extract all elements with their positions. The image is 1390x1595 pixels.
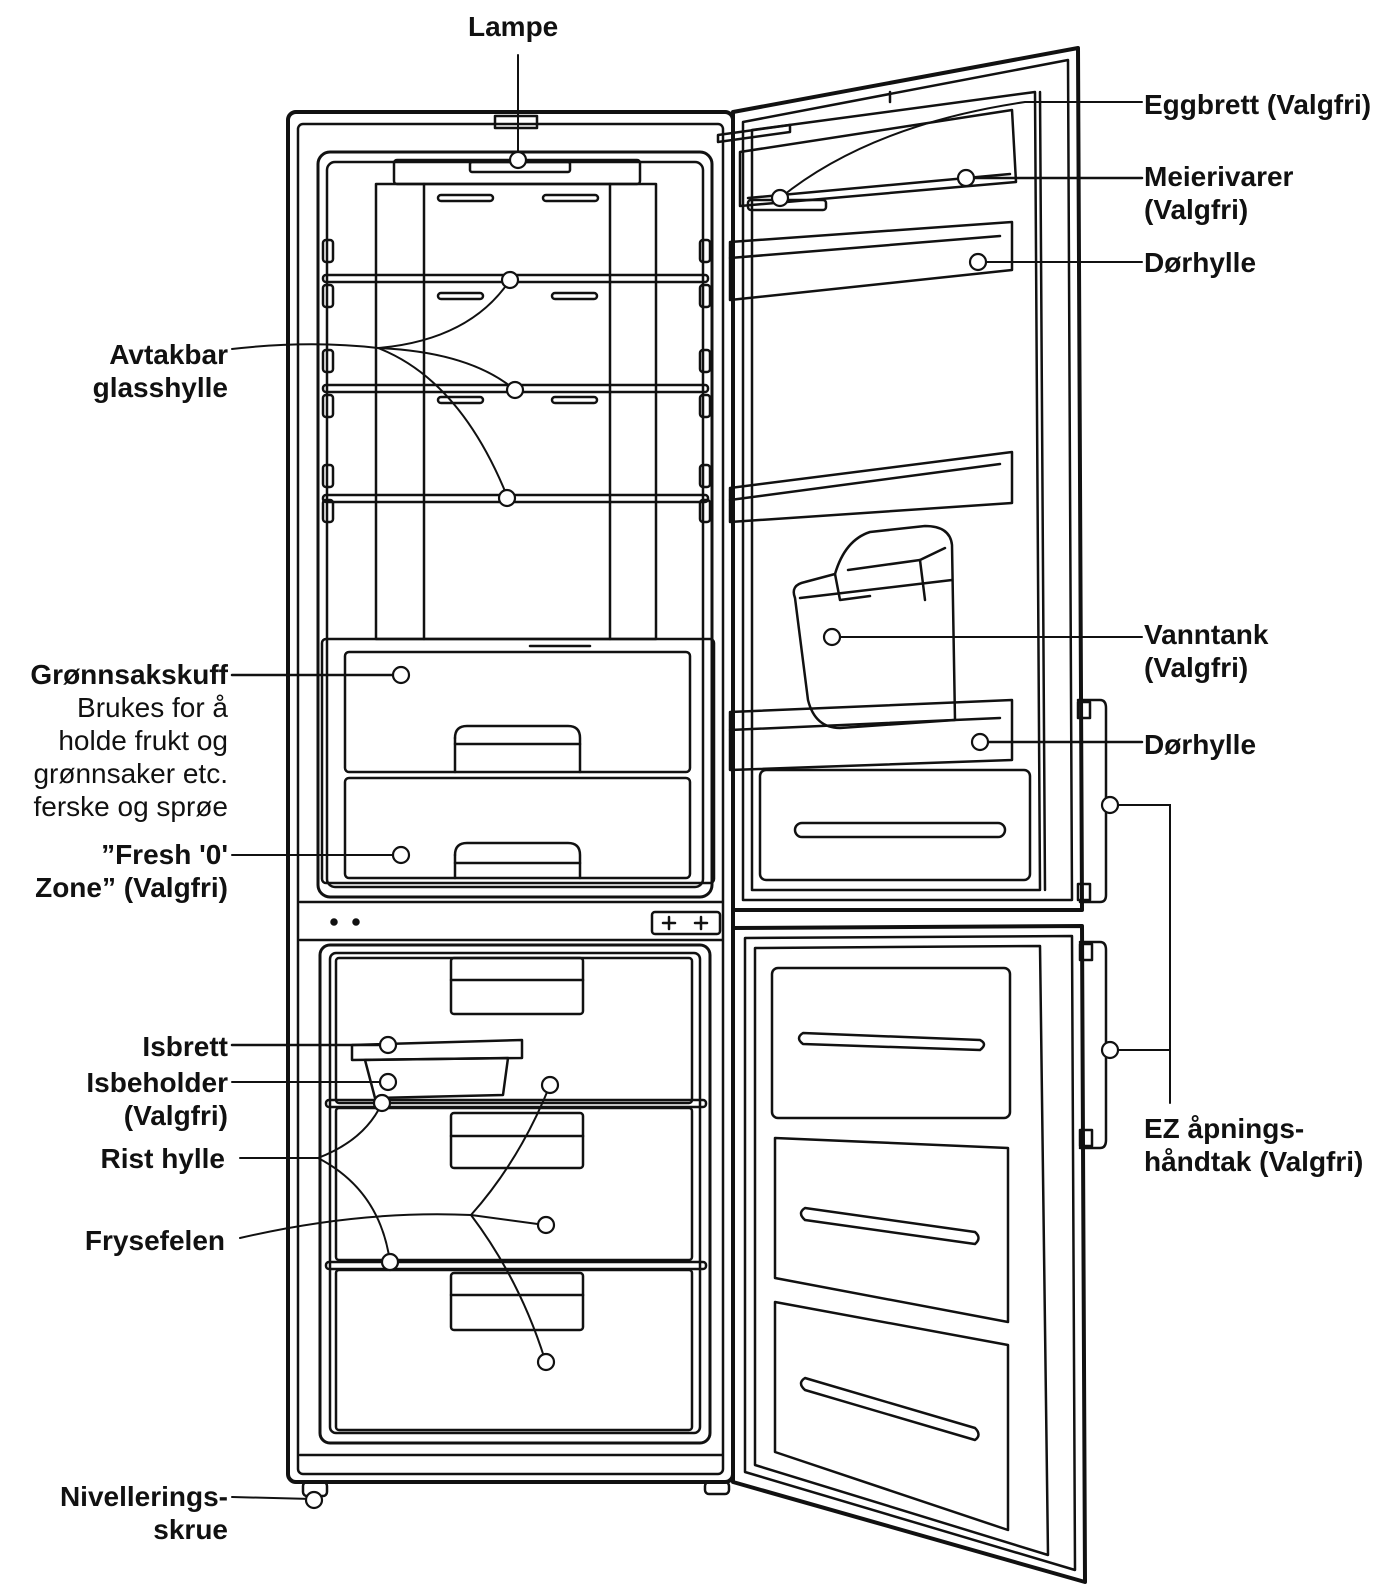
label-ez-handle: EZ åpnings- håndtak (Valgfri) xyxy=(1144,1112,1363,1178)
label-gronnsakskuff: Grønnsakskuff Brukes for å holde frukt o… xyxy=(30,658,228,823)
label-lampe: Lampe xyxy=(468,10,558,43)
marker-fresh-zone xyxy=(391,845,411,865)
label-dorhylle-bottom: Dørhylle xyxy=(1144,728,1256,761)
marker-rist-2 xyxy=(380,1252,400,1272)
label-isbrett: Isbrett xyxy=(142,1030,228,1063)
freezer-door xyxy=(731,924,1108,1584)
label-rist-hylle: Rist hylle xyxy=(101,1142,225,1175)
label-fresh-zone-line1: ”Fresh '0' xyxy=(101,839,228,870)
marker-glasshylle-1 xyxy=(500,270,520,290)
label-dorhylle-top: Dørhylle xyxy=(1144,246,1256,279)
label-ez-line1: EZ åpnings- xyxy=(1144,1113,1305,1144)
label-ez-line2: håndtak (Valgfri) xyxy=(1144,1146,1364,1177)
label-meierivarer-line1: Meierivarer xyxy=(1144,161,1294,192)
label-dorhylle-top-text: Dørhylle xyxy=(1144,247,1257,278)
marker-lampe xyxy=(508,150,528,170)
marker-glasshylle-2 xyxy=(505,380,525,400)
label-isbrett-text: Isbrett xyxy=(142,1031,228,1062)
label-gronnsakskuff-desc2: holde frukt og xyxy=(58,725,228,756)
label-eggbrett: Eggbrett (Valgfri) xyxy=(1144,88,1371,121)
label-isbeholder-line1: Isbeholder xyxy=(86,1067,228,1098)
label-frysefelen: Frysefelen xyxy=(85,1224,225,1257)
label-rist-hylle-text: Rist hylle xyxy=(100,1143,225,1174)
label-fresh-zone-line2: Zone” (Valgfri) xyxy=(35,872,228,903)
label-lampe-text: Lampe xyxy=(468,11,559,42)
label-isbeholder-line2: (Valgfri) xyxy=(123,1100,228,1131)
label-nivelleringsskrue: Nivellerings- skrue xyxy=(60,1480,228,1546)
label-avtakbar-line2: glasshylle xyxy=(92,372,228,403)
label-avtakbar-line1: Avtakbar xyxy=(109,339,228,370)
label-niv-line2: skrue xyxy=(153,1514,228,1545)
marker-frys-1 xyxy=(540,1075,560,1095)
marker-isbrett xyxy=(378,1035,398,1055)
marker-handle-top xyxy=(1100,795,1120,815)
leader-lines xyxy=(230,54,1171,1500)
label-frysefelen-text: Frysefelen xyxy=(84,1225,225,1256)
marker-dots xyxy=(304,150,1120,1510)
label-vanntank-line1: Vanntank xyxy=(1144,619,1269,650)
marker-handle-bottom xyxy=(1100,1040,1120,1060)
label-isbeholder: Isbeholder (Valgfri) xyxy=(86,1066,228,1132)
label-gronnsakskuff-desc3: grønnsaker etc. xyxy=(33,758,228,789)
marker-eggbrett xyxy=(770,188,790,208)
marker-niv xyxy=(304,1490,324,1510)
label-fresh-zone: ”Fresh '0' Zone” (Valgfri) xyxy=(35,838,228,904)
marker-rist-1 xyxy=(372,1093,392,1113)
label-gronnsakskuff-desc4: ferske og sprøe xyxy=(33,791,228,822)
label-gronnsakskuff-desc1: Brukes for å xyxy=(77,692,228,723)
marker-isbeholder xyxy=(378,1072,398,1092)
label-meierivarer-line2: (Valgfri) xyxy=(1144,194,1249,225)
marker-vanntank xyxy=(822,627,842,647)
label-vanntank-line2: (Valgfri) xyxy=(1144,652,1249,683)
label-vanntank: Vanntank (Valgfri) xyxy=(1144,618,1268,684)
marker-meierivarer xyxy=(956,168,976,188)
label-gronnsakskuff-title: Grønnsakskuff xyxy=(30,659,228,690)
cabinet-body xyxy=(286,110,735,1498)
label-meierivarer: Meierivarer (Valgfri) xyxy=(1144,160,1293,226)
label-dorhylle-bottom-text: Dørhylle xyxy=(1144,729,1257,760)
freezer-interior xyxy=(318,943,712,1445)
marker-glasshylle-3 xyxy=(497,488,517,508)
marker-dorhylle-top xyxy=(968,252,988,272)
marker-frys-3 xyxy=(536,1352,556,1372)
marker-gronnsakskuff xyxy=(391,665,411,685)
marker-frys-2 xyxy=(536,1215,556,1235)
label-avtakbar-glasshylle: Avtakbar glasshylle xyxy=(93,338,228,404)
fridge-interior xyxy=(316,150,716,899)
label-eggbrett-text: Eggbrett (Valgfri) xyxy=(1144,89,1372,120)
marker-dorhylle-bottom xyxy=(970,732,990,752)
label-niv-line1: Nivellerings- xyxy=(59,1481,228,1512)
